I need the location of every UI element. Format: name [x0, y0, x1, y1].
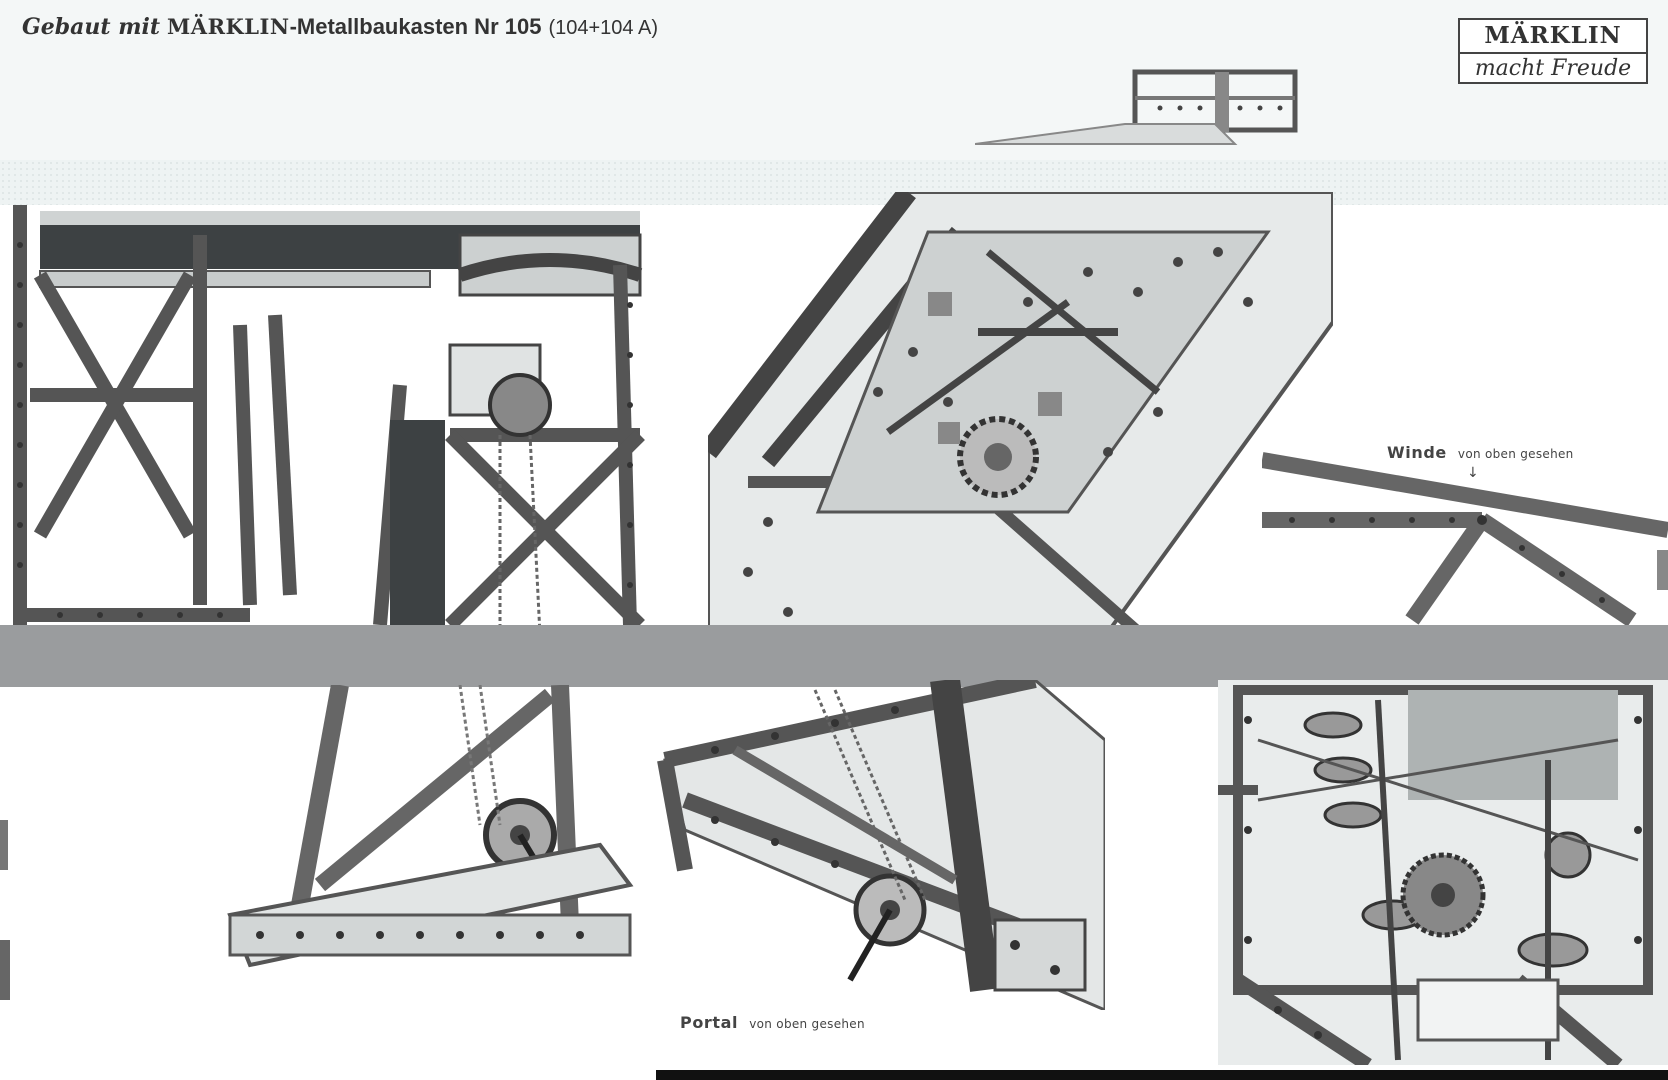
title-paren: (104+104 A)	[548, 17, 658, 39]
caption-portal: Portal von oben gesehen	[680, 1013, 865, 1032]
caption-winde-main: Winde	[1387, 443, 1447, 462]
bottom-edge-line	[656, 1070, 1668, 1080]
photo-bracing-fragment	[1262, 452, 1668, 627]
dotted-band	[0, 160, 1668, 205]
arrow-down-icon: ↓	[1467, 465, 1479, 481]
caption-portal-sub: von oben gesehen	[749, 1017, 865, 1031]
photo-fragment-left-edge	[0, 820, 10, 1000]
photo-winch-housing	[708, 192, 1333, 632]
logo-brand: MÄRKLIN	[1460, 20, 1646, 54]
caption-winde-sub: von oben gesehen	[1457, 447, 1574, 461]
caption-winde: Winde von oben gesehen	[1387, 443, 1574, 462]
photo-crane-portal-upper	[13, 205, 645, 636]
photo-winch-mechanism	[1218, 680, 1668, 1065]
page-title: Gebaut mit MÄRKLIN-Metallbaukasten Nr 10…	[22, 14, 658, 40]
title-rest: -Metallbaukasten Nr 105	[289, 14, 542, 39]
title-brand: MÄRKLIN	[167, 14, 290, 39]
logo-slogan: macht Freude	[1474, 56, 1632, 81]
gray-band	[0, 625, 1668, 687]
photo-portal-top-view	[657, 680, 1105, 1010]
photo-crane-leg-lower	[227, 685, 634, 968]
photo-fragment-top	[975, 69, 1298, 145]
title-lead: Gebaut mit	[22, 14, 161, 40]
maerklin-logo: MÄRKLIN macht Freude	[1458, 18, 1648, 84]
caption-portal-main: Portal	[680, 1013, 739, 1032]
